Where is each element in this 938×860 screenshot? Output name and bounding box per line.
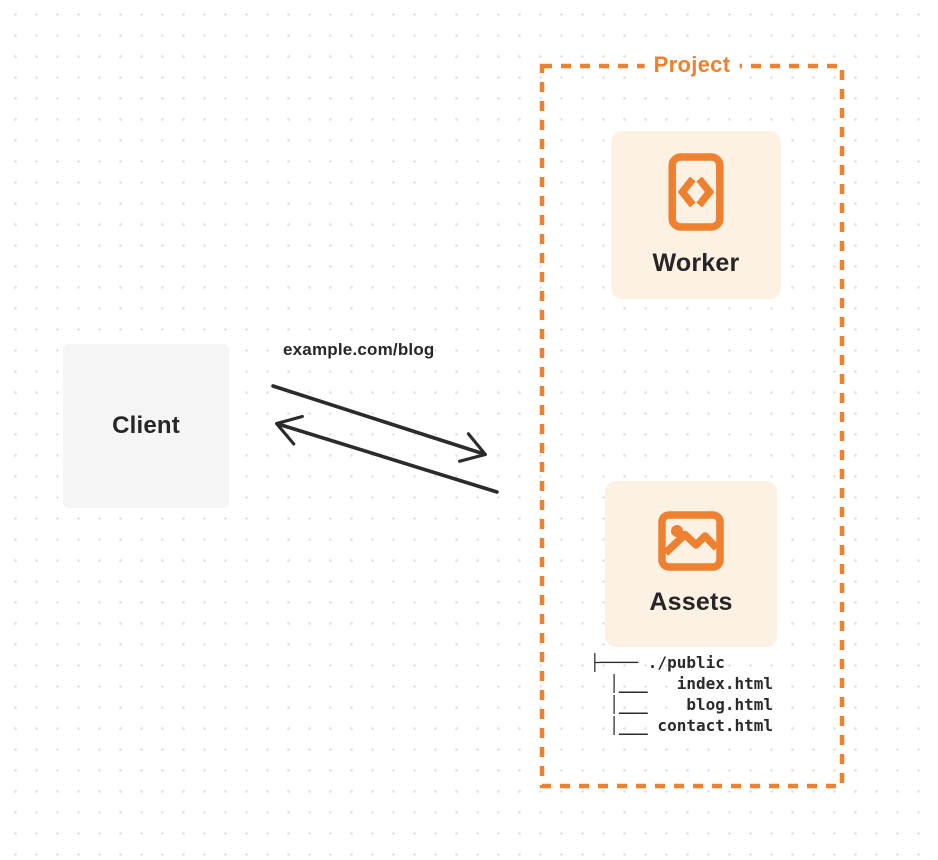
worker-label: Worker bbox=[652, 249, 740, 277]
request-url-label: example.com/blog bbox=[283, 340, 435, 359]
request-arrow bbox=[271, 384, 488, 463]
tree-line-contact: │___ contact.html bbox=[590, 716, 774, 735]
project-group: Project Worker Assets bbox=[542, 51, 842, 786]
assets-node: Assets bbox=[605, 481, 777, 647]
project-title: Project bbox=[644, 51, 740, 78]
assets-label: Assets bbox=[649, 588, 733, 616]
client-label: Client bbox=[112, 412, 180, 439]
image-icon bbox=[658, 511, 724, 571]
response-arrow bbox=[274, 414, 499, 494]
worker-node: Worker bbox=[611, 131, 781, 299]
client-node: Client bbox=[63, 344, 229, 508]
tree-line-public: ├──── ./public bbox=[590, 653, 725, 672]
assets-file-tree: ├──── ./public │___ index.html │___ blog… bbox=[590, 652, 773, 736]
code-document-icon bbox=[668, 152, 724, 232]
tree-line-blog: │___ blog.html bbox=[590, 695, 774, 714]
tree-line-index: │___ index.html bbox=[590, 674, 774, 693]
